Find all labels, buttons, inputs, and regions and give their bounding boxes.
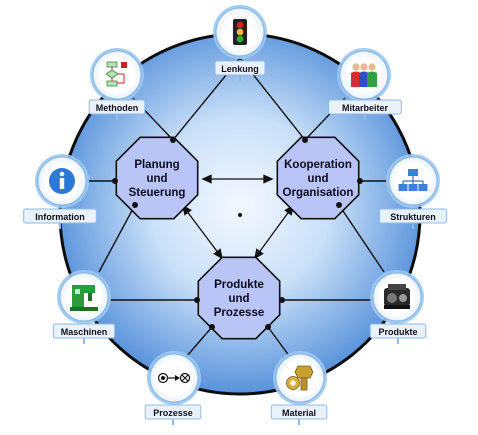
node-label-line: Organisation: [283, 187, 354, 199]
satellite-label-maschinen: Maschinen: [52, 323, 116, 344]
info-icon: [49, 168, 75, 194]
node-label-line: und: [146, 173, 167, 185]
node-label-line: Planung: [134, 159, 179, 171]
satellite-label-text: Maschinen: [61, 327, 108, 337]
junction-dot: [194, 297, 200, 303]
satellite-lenkung: Lenkung: [213, 5, 267, 81]
junction-dot: [357, 178, 363, 184]
satellite-produkte: Produkte: [369, 270, 427, 344]
engine-icon: [384, 284, 410, 309]
arrowhead: [201, 174, 212, 184]
satellites: LenkungMitarbeiterStrukturenProdukteMate…: [23, 5, 447, 425]
satellite-label-text: Methoden: [96, 103, 139, 113]
node-label-line: und: [307, 173, 328, 185]
satellite-strukturen: Strukturen: [379, 154, 447, 229]
satellite-label-text: Lenkung: [221, 64, 259, 74]
people-icon: [351, 63, 377, 87]
nut-bolt-icon: [286, 365, 314, 391]
connector-line: [338, 204, 385, 273]
satellite-label-text: Strukturen: [390, 212, 436, 222]
satellite-label-strukturen: Strukturen: [379, 208, 447, 229]
machine-icon: [70, 285, 98, 311]
satellite-maschinen: Maschinen: [52, 270, 116, 344]
relation-arrow: [182, 205, 223, 259]
satellite-label-material: Material: [270, 404, 328, 425]
connector-line: [185, 326, 213, 358]
junction-dot: [302, 137, 308, 143]
flowchart-icon: [105, 61, 127, 87]
satellite-mitarbeiter: Mitarbeiter: [328, 48, 402, 120]
satellite-label-methoden: Methoden: [88, 99, 146, 120]
traffic-light-icon: [233, 19, 247, 45]
node-label-line: Steuerung: [129, 187, 186, 199]
satellite-label-text: Material: [282, 408, 316, 418]
satellite-label-text: Produkte: [378, 327, 417, 337]
satellite-label-information: Information: [23, 208, 97, 229]
arrowhead: [263, 174, 274, 184]
junction-dot: [209, 324, 215, 330]
satellite-label-text: Information: [35, 212, 85, 222]
arrowhead: [254, 248, 264, 260]
junction-dots: [112, 137, 363, 330]
octagon-shape: [197, 256, 281, 340]
satellite-label-lenkung: Lenkung: [214, 60, 266, 81]
junction-dot: [170, 137, 176, 143]
junction-dot: [112, 178, 118, 184]
node-label-line: Prozesse: [214, 307, 265, 319]
junction-dot: [132, 202, 138, 208]
satellite-information: Information: [23, 154, 97, 229]
center-nodes: PlanungundSteuerungKooperationundOrganis…: [115, 136, 360, 340]
satellite-label-prozesse: Prozesse: [144, 404, 202, 425]
satellite-label-mitarbeiter: Mitarbeiter: [328, 99, 402, 120]
junction-dot: [336, 202, 342, 208]
org-chart-icon: [398, 169, 428, 191]
process-arrow-icon: [157, 372, 191, 384]
node-label-line: und: [228, 293, 249, 305]
connector-line: [267, 326, 291, 358]
satellite-material: Material: [270, 351, 328, 425]
relation-arrow: [254, 205, 294, 259]
satellite-prozesse: Prozesse: [144, 351, 202, 425]
satellite-methoden: Methoden: [88, 48, 146, 120]
satellite-label-produkte: Produkte: [369, 323, 427, 344]
arrowhead: [213, 248, 223, 260]
satellite-label-text: Mitarbeiter: [342, 103, 389, 113]
satellite-label-text: Prozesse: [153, 408, 193, 418]
node-label-line: Produkte: [214, 279, 264, 291]
octagon-shape: [276, 136, 360, 220]
node-label-line: Kooperation: [284, 159, 352, 171]
center-dot: [238, 213, 242, 217]
relation-arrows: [182, 174, 294, 260]
connector-line: [98, 204, 136, 273]
junction-dot: [265, 324, 271, 330]
junction-dot: [279, 297, 285, 303]
octagon-shape: [115, 136, 199, 220]
